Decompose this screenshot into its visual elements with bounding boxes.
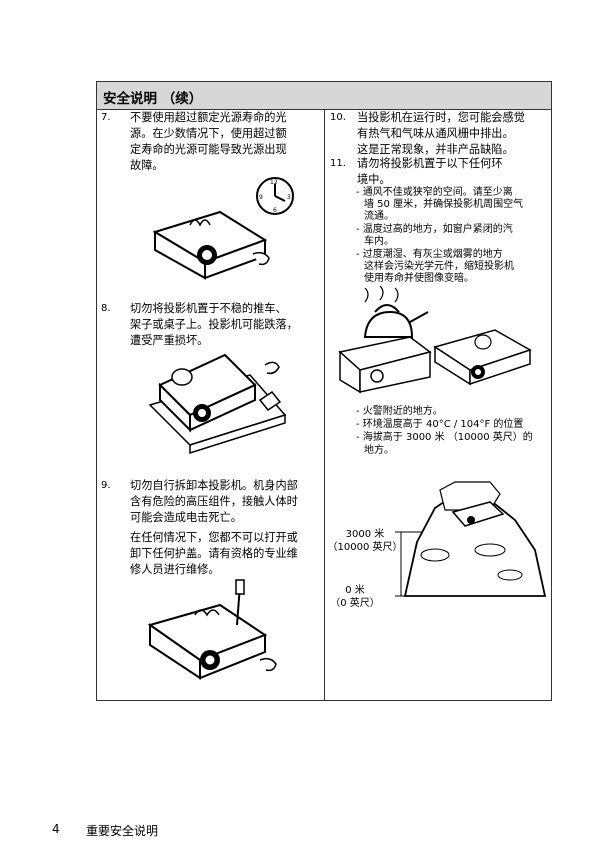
item-11-line-2: 境中。 bbox=[357, 173, 391, 186]
item-8-line-1: 切勿将投影机置于不稳的推车、 bbox=[130, 302, 287, 315]
item-9-line-5: 卸下任何护盖。请有资格的专业维 bbox=[130, 547, 298, 560]
bullet-1-line-2: 墙 50 厘米，并确保投影机周围空气 bbox=[364, 199, 524, 210]
bullet-4-line-1: - 火警附近的地方。 bbox=[356, 406, 443, 417]
bullet-3-line-2: 这样会污染光学元件，缩短投影机 bbox=[364, 261, 514, 272]
clock-icon: 12 3 6 9 bbox=[256, 177, 294, 215]
item-10-number: 10. bbox=[330, 112, 346, 123]
item-9-number: 9. bbox=[101, 480, 111, 491]
item-9-line-2: 含有危险的高压组件，接触人体时 bbox=[130, 495, 298, 508]
item-7-line-3: 定寿命的光源可能导致光源出现 bbox=[130, 143, 287, 156]
bullet-1-line-1: - 通风不佳或狭窄的空间。请至少离 bbox=[356, 187, 513, 198]
item-9-line-4: 在任何情况下，您都不可以打开或 bbox=[130, 531, 298, 544]
projector-icon bbox=[152, 210, 270, 280]
column-divider bbox=[324, 110, 325, 700]
item-7-line-4: 故障。 bbox=[130, 159, 164, 172]
bullet-6-line-1: - 海拔高于 3000 米 （10000 英尺）的 bbox=[356, 432, 533, 443]
item-9-line-3: 可能会造成电击死亡。 bbox=[130, 511, 242, 524]
kettle-icon bbox=[363, 310, 414, 338]
item-10-line-1: 当投影机在运行时，您可能会感觉 bbox=[357, 111, 525, 124]
item-8-line-3: 遭受严重损坏。 bbox=[130, 334, 209, 347]
altitude-bottom-value: 0 米 bbox=[345, 585, 365, 596]
footer-section-title: 重要安全说明 bbox=[86, 824, 159, 838]
altitude-top-feet: （10000 英尺） bbox=[327, 542, 403, 553]
bullet-1-line-3: 流通。 bbox=[364, 211, 394, 222]
item-9-line-6: 修人员进行维修。 bbox=[130, 563, 220, 576]
clock-12: 12 bbox=[270, 179, 278, 186]
falling-projector-illustration bbox=[148, 353, 287, 455]
item-8-number: 8. bbox=[101, 303, 111, 314]
bullet-2-line-1: - 温度过高的地方，如窗户紧闭的汽 bbox=[356, 224, 513, 235]
clock-3: 3 bbox=[287, 194, 291, 201]
item-10-line-3: 这是正常现象，并非产品缺陷。 bbox=[357, 143, 514, 156]
item-8-line-2: 架子或桌子上。投影机可能跌落， bbox=[130, 318, 298, 331]
kettle-projector-illustration bbox=[338, 285, 532, 394]
clock-9: 9 bbox=[259, 194, 263, 201]
item-10-line-2: 有热气和气味从通风栅中排出。 bbox=[357, 127, 514, 140]
item-7-number: 7. bbox=[101, 112, 111, 123]
altitude-mountain-illustration bbox=[395, 481, 547, 597]
bullet-3-line-1: - 过度潮湿、有灰尘或烟雾的地方 bbox=[356, 249, 503, 260]
bullet-6-line-2: 地方。 bbox=[364, 445, 394, 456]
item-11-number: 11. bbox=[330, 158, 346, 169]
altitude-top-value: 3000 米 bbox=[345, 529, 385, 540]
projector-clock-illustration: 12 3 6 9 bbox=[152, 177, 294, 280]
item-9-line-1: 切勿自行拆卸本投影机。机身内部 bbox=[130, 479, 298, 492]
bullet-5-line-1: - 环境温度高于 40°C / 104°F 的位置 bbox=[356, 419, 524, 430]
item-11-line-1: 请勿将投影机置于以下任何环 bbox=[357, 157, 503, 170]
item-7-line-2: 源。在少数情况下，使用超过额 bbox=[130, 127, 287, 140]
table-header: 安全说明 （续） bbox=[97, 82, 551, 110]
item-7-line-1: 不要使用超过额定光源寿命的光 bbox=[130, 111, 287, 124]
safety-table: 安全说明 （续） bbox=[96, 81, 552, 701]
screwdriver-projector-illustration bbox=[147, 579, 277, 680]
clock-6: 6 bbox=[273, 207, 277, 214]
bullet-3-line-3: 使用寿命并使图像变暗。 bbox=[364, 273, 474, 284]
page-number: 4 bbox=[52, 822, 60, 836]
altitude-bottom-feet: （0 英尺） bbox=[330, 598, 380, 609]
page-title: 安全说明 （续） bbox=[103, 91, 203, 107]
bullet-2-line-2: 车内。 bbox=[364, 236, 394, 247]
